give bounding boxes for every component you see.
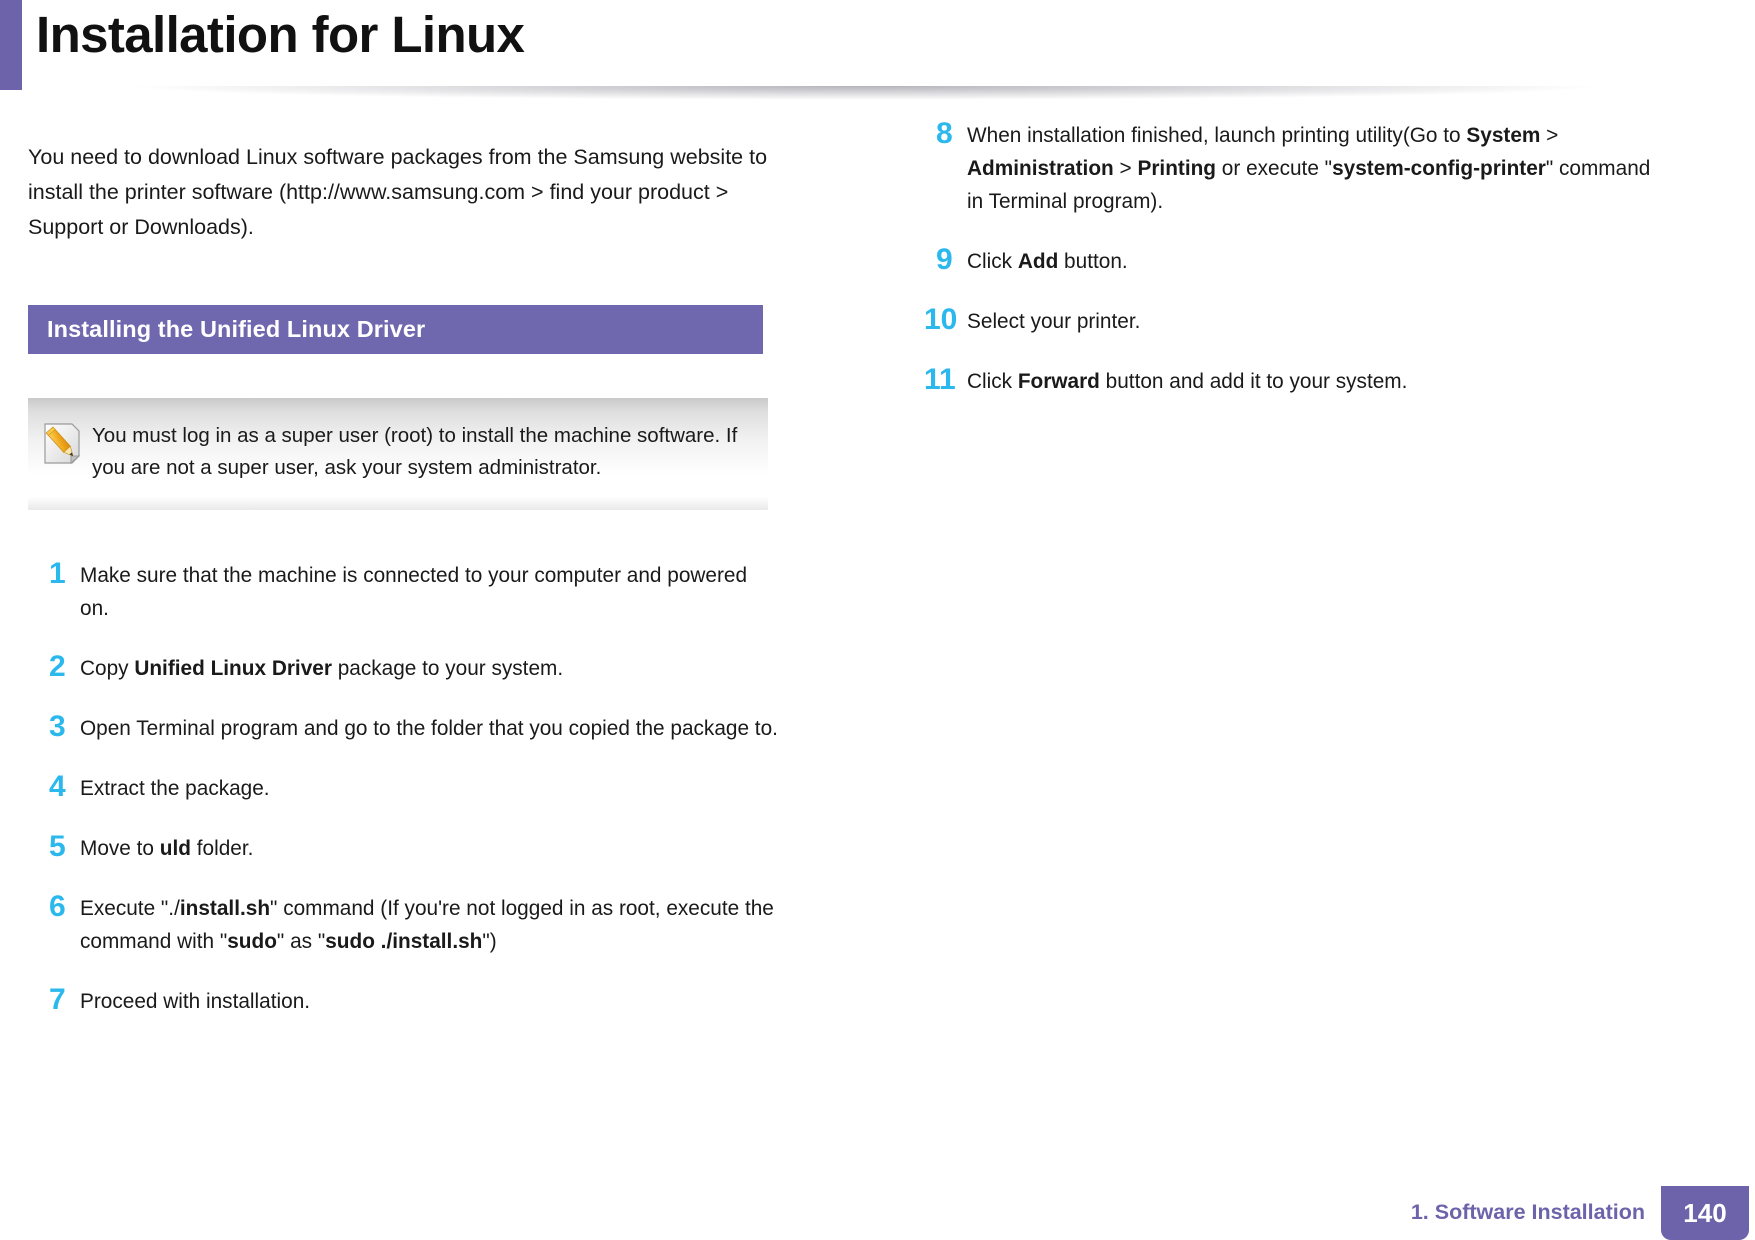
step-text: Copy Unified Linux Driver package to you… (80, 656, 564, 680)
header-accent-bar (0, 0, 22, 90)
step-text: Proceed with installation. (80, 989, 311, 1013)
step-number: 5 (49, 829, 66, 863)
section-heading-text: Installing the Unified Linux Driver (47, 315, 426, 342)
footer-rule (0, 1180, 1755, 1181)
step-item: 3 Open Terminal program and go to the fo… (28, 709, 858, 745)
intro-paragraph: You need to download Linux software pack… (28, 144, 768, 239)
step-item: 1 Make sure that the machine is connected… (28, 556, 858, 625)
step-item: 7 Proceed with installation. (28, 982, 858, 1018)
left-column: You need to download Linux software pack… (28, 118, 858, 1044)
step-number: 7 (49, 982, 66, 1016)
step-number: 11 (924, 363, 956, 396)
step-text: When installation finished, launch print… (967, 124, 1651, 213)
page-header: Installation for Linux (0, 0, 1755, 104)
page-title: Installation for Linux (36, 6, 525, 63)
step-text: Extract the package. (80, 776, 270, 800)
step-text: Select your printer. (967, 310, 1141, 333)
step-text: Open Terminal program and go to the fold… (80, 716, 778, 740)
step-number: 2 (49, 649, 66, 683)
step-item: 6 Execute "./install.sh" command (If you'… (28, 889, 858, 958)
step-text: Click Forward button and add it to your … (967, 370, 1408, 393)
step-text: Click Add button. (967, 250, 1128, 273)
header-shadow-divider (22, 86, 1712, 104)
step-item: 8 When installation finished, launch prin… (915, 118, 1745, 218)
step-item: 2 Copy Unified Linux Driver package to yo… (28, 649, 858, 685)
step-number: 3 (49, 709, 66, 743)
note-text: You must log in as a super user (root) t… (92, 423, 738, 479)
footer-page-number-badge: 140 (1661, 1186, 1749, 1240)
step-number: 4 (49, 769, 66, 803)
steps-list-right: 8 When installation finished, launch prin… (915, 118, 1745, 398)
step-number: 6 (49, 889, 66, 923)
note-pencil-icon (42, 422, 82, 466)
step-text: Execute "./install.sh" command (If you'r… (80, 896, 774, 953)
step-item: 5 Move to uld folder. (28, 829, 858, 865)
step-item: 11 Click Forward button and add it to you… (915, 364, 1745, 398)
section-heading-bar: Installing the Unified Linux Driver (28, 304, 763, 354)
footer-section-label: 1. Software Installation (1410, 1200, 1645, 1224)
step-item: 4 Extract the package. (28, 769, 858, 805)
step-number: 9 (936, 243, 953, 276)
step-number: 8 (936, 117, 953, 150)
page-footer: 1. Software Installation 140 (0, 1180, 1755, 1240)
note-callout-box: You must log in as a super user (root) t… (28, 397, 768, 510)
step-item: 10 Select your printer. (915, 304, 1745, 338)
step-text: Make sure that the machine is connected … (80, 563, 748, 620)
step-text: Move to uld folder. (80, 836, 254, 860)
right-column: 8 When installation finished, launch prin… (915, 118, 1745, 424)
step-number: 10 (924, 303, 958, 336)
step-number: 1 (49, 556, 66, 590)
steps-list-left: 1 Make sure that the machine is connected… (28, 556, 858, 1018)
step-item: 9 Click Add button. (915, 244, 1745, 278)
